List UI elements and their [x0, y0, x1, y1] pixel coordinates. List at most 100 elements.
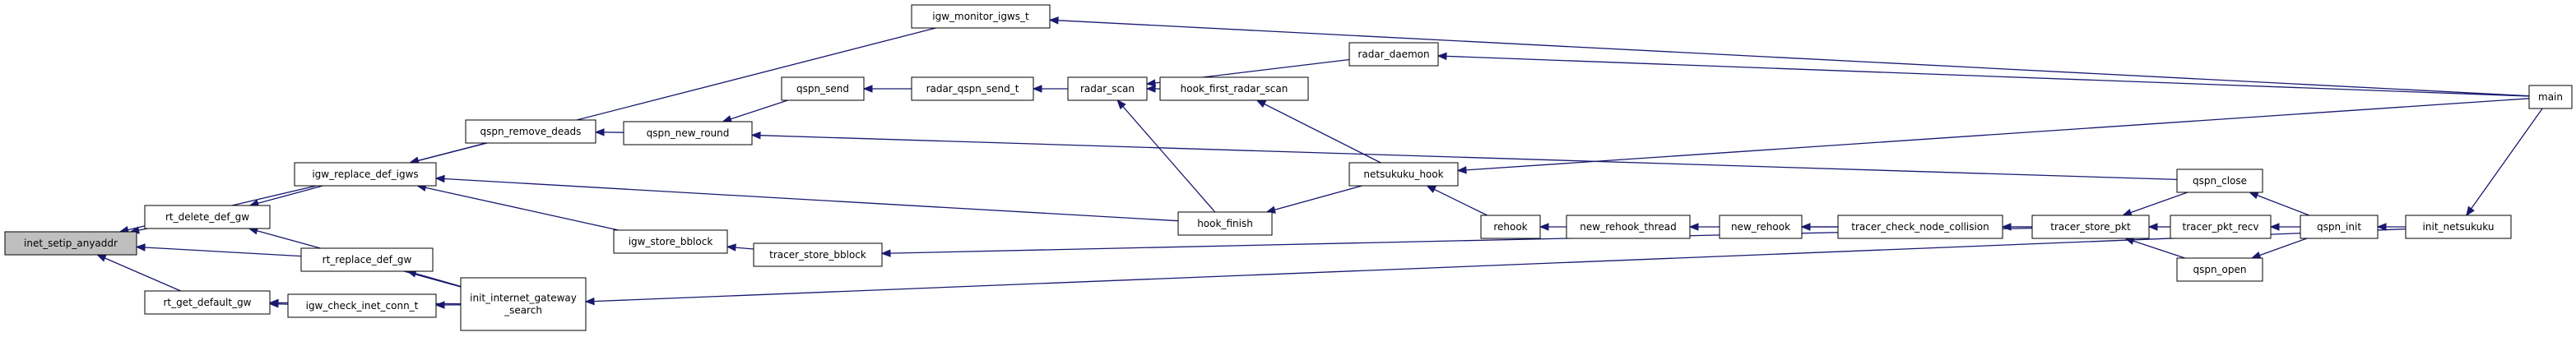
edge-line — [759, 135, 2178, 181]
node-label: igw_monitor_igws_t — [932, 11, 1029, 22]
node-box — [1177, 211, 1273, 236]
arrowhead-icon — [2376, 223, 2387, 231]
node-box — [2170, 215, 2272, 239]
node-box — [1159, 76, 1309, 101]
node-box — [2031, 215, 2150, 239]
arrowhead-icon — [1145, 79, 1156, 87]
node-label: tracer_store_bblock — [769, 249, 866, 261]
node-hook-finish[interactable]: hook_finish — [1177, 211, 1273, 236]
node-rt-replace-def-gw[interactable]: rt_replace_def_gw — [300, 247, 434, 272]
node-box — [1348, 162, 1459, 187]
edge-line — [443, 178, 1179, 222]
node-qspn-init[interactable]: qspn_init — [2300, 215, 2379, 239]
edge-line — [735, 247, 754, 250]
arrowhead-icon — [1145, 85, 1156, 93]
edge-line — [417, 142, 487, 162]
node-qspn-new-round[interactable]: qspn_new_round — [623, 121, 753, 145]
edge-main-to-init-netsukuku — [2466, 108, 2543, 217]
node-hook-first-radar-scan[interactable]: hook_first_radar_scan — [1159, 76, 1309, 101]
edge-line — [1057, 20, 2530, 97]
node-inet-setip-anyaddr[interactable]: inet_setip_anyaddr — [4, 231, 137, 256]
node-main[interactable]: main — [2528, 85, 2573, 109]
arrowhead-icon — [2249, 192, 2259, 200]
arrowhead-icon — [1426, 185, 1437, 193]
edge-qspn-init-to-tracer-pkt-recv — [2269, 223, 2300, 231]
node-label: rt_replace_def_gw — [323, 254, 412, 265]
node-igw-monitor-igws-t[interactable]: igw_monitor_igws_t — [911, 4, 1051, 29]
node-box — [2176, 168, 2263, 193]
node-qspn-open[interactable]: qspn_open — [2176, 257, 2263, 282]
node-igw-replace-def-igws[interactable]: igw_replace_def_igws — [294, 162, 437, 187]
node-box — [1348, 42, 1439, 67]
node-label: igw_store_bblock — [629, 236, 713, 247]
node-radar-qspn-send-t[interactable]: radar_qspn_send_t — [911, 76, 1034, 101]
node-init-netsukuku[interactable]: init_netsukuku — [2405, 215, 2512, 239]
node-qspn-send[interactable]: qspn_send — [781, 76, 865, 101]
edge-qspn-send-to-qspn-new-round — [722, 99, 788, 123]
edge-hook-finish-to-radar-scan — [1116, 99, 1216, 213]
node-radar-scan[interactable]: radar_scan — [1067, 76, 1148, 101]
arrowhead-icon — [1437, 52, 1447, 61]
node-qspn-remove-deads[interactable]: qspn_remove_deads — [465, 119, 596, 144]
node-init-internet-gateway-search[interactable]: init_internet_gateway_search — [460, 277, 587, 331]
edge-line — [2471, 108, 2543, 210]
node-rehook[interactable]: rehook — [1480, 215, 1541, 239]
arrowhead-icon — [2147, 223, 2158, 231]
node-box — [287, 293, 437, 318]
node-box — [753, 242, 883, 267]
edge-line — [730, 99, 788, 120]
node-rt-delete-def-gw[interactable]: rt_delete_def_gw — [144, 205, 271, 229]
arrowhead-icon — [726, 243, 736, 252]
node-box — [623, 121, 753, 145]
edge-init-internet-gateway-search-to-rt-replace-def-gw — [406, 270, 462, 288]
node-radar-daemon[interactable]: radar_daemon — [1348, 42, 1439, 67]
node-label: _search — [504, 305, 542, 316]
nodes-layer: inet_setip_anyaddr igw_replace_def_igwsrt… — [4, 4, 2573, 331]
node-box — [613, 229, 728, 254]
node-tracer-store-pkt[interactable]: tracer_store_pkt — [2031, 215, 2150, 239]
edge-line — [2130, 192, 2188, 214]
node-label: hook_first_radar_scan — [1181, 83, 1288, 95]
node-box — [2300, 215, 2379, 239]
node-label: rt_get_default_gw — [164, 297, 252, 308]
node-box — [300, 247, 434, 272]
node-box — [1067, 76, 1148, 101]
edge-tracer-store-bblock-to-igw-store-bblock — [726, 243, 754, 252]
node-rt-get-default-gw[interactable]: rt_get_default_gw — [144, 290, 271, 315]
node-igw-store-bblock[interactable]: igw_store_bblock — [613, 229, 728, 254]
node-label: new_rehook_thread — [1580, 221, 1676, 233]
edge-main-to-radar-daemon — [1437, 52, 2530, 97]
node-new-rehook-thread[interactable]: new_rehook_thread — [1566, 215, 1691, 239]
arrowhead-icon — [1116, 99, 1126, 110]
node-label: qspn_new_round — [647, 127, 730, 139]
edge-rehook-to-netsukuku-hook — [1426, 185, 1488, 216]
node-tracer-store-bblock[interactable]: tracer_store_bblock — [753, 242, 883, 267]
edges-layer — [96, 16, 2543, 309]
edge-new-rehook-to-new-rehook-thread — [1688, 223, 1720, 231]
arrowhead-icon — [1032, 85, 1042, 93]
arrowhead-icon — [880, 249, 891, 257]
arrowhead-icon — [434, 301, 445, 309]
arrowhead-icon — [594, 128, 605, 136]
edge-init-netsukuku-to-init-internet-gateway-search — [584, 228, 2407, 306]
node-tracer-pkt-recv[interactable]: tracer_pkt_recv — [2170, 215, 2272, 239]
node-label: tracer_pkt_recv — [2183, 221, 2259, 233]
arrowhead-icon — [135, 243, 146, 252]
node-label: tracer_check_node_collision — [1851, 221, 1989, 233]
node-netsukuku-hook[interactable]: netsukuku_hook — [1348, 162, 1459, 187]
node-tracer-check-node-collision[interactable]: tracer_check_node_collision — [1837, 215, 2003, 239]
node-label: new_rehook — [1731, 221, 1790, 233]
edge-main-to-igw-monitor-igws-t — [1048, 16, 2530, 97]
arrowhead-icon — [584, 297, 595, 306]
node-igw-check-inet-conn-t[interactable]: igw_check_inet_conn_t — [287, 293, 437, 318]
node-label: qspn_remove_deads — [480, 126, 582, 137]
arrowhead-icon — [862, 85, 873, 93]
edge-main-to-netsukuku-hook — [1456, 98, 2530, 174]
node-new-rehook[interactable]: new_rehook — [1719, 215, 1803, 239]
node-box — [144, 205, 271, 229]
arrowhead-icon — [2250, 252, 2262, 259]
node-box — [1719, 215, 1803, 239]
node-label: qspn_open — [2193, 264, 2246, 275]
edge-qspn-new-round-to-qspn-remove-deads — [594, 128, 624, 136]
node-qspn-close[interactable]: qspn_close — [2176, 168, 2263, 193]
